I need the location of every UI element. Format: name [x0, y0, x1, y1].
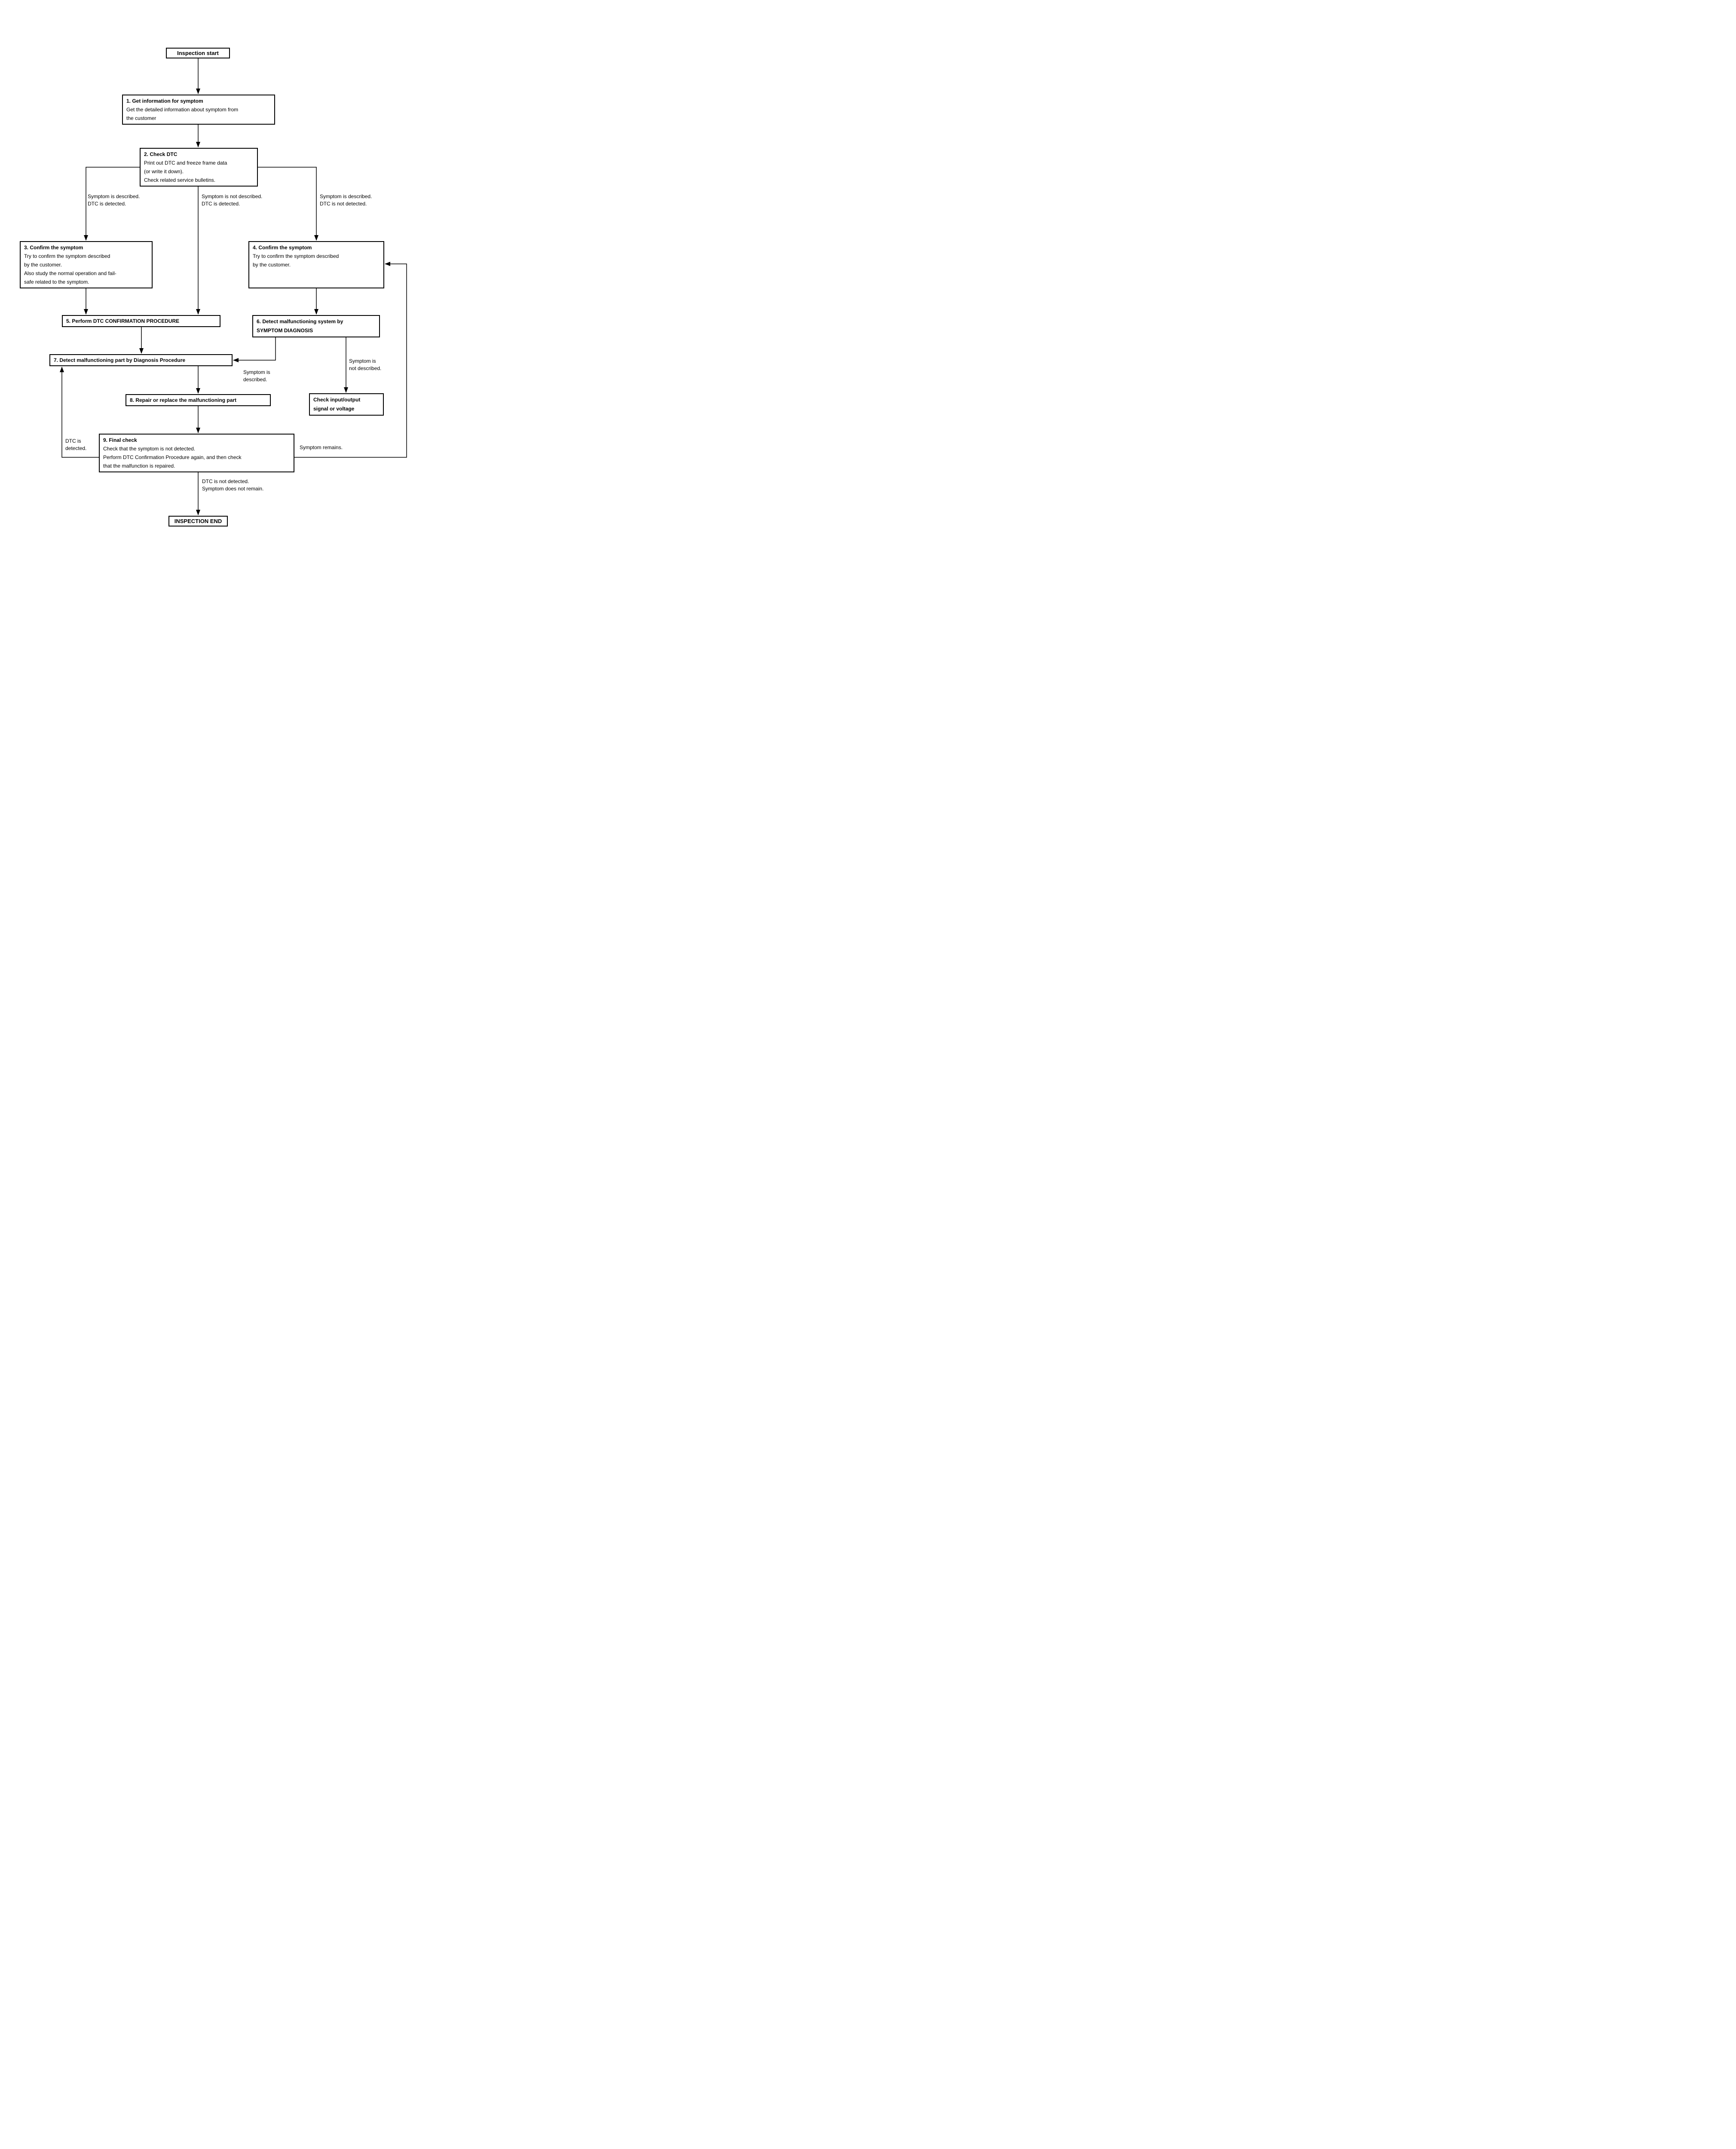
step1-title: 1. Get information for symptom: [126, 98, 203, 104]
node-check-input-output: Check input/output signal or voltage: [309, 393, 384, 416]
edge-label-symptom-not-described-dtc-detected: Symptom is not described. DTC is detecte…: [202, 193, 263, 207]
node-step1-get-information: 1. Get information for symptom Get the d…: [122, 95, 275, 125]
node-step6-detect-system: 6. Detect malfunctioning system by SYMPT…: [252, 315, 380, 337]
node-inspection-end: INSPECTION END: [168, 516, 228, 527]
edge-label-symptom-remains: Symptom remains.: [300, 444, 343, 450]
step8-title: 8. Repair or replace the malfunctioning …: [130, 397, 237, 403]
node-step3-confirm-symptom: 3. Confirm the symptom Try to confirm th…: [20, 241, 153, 288]
step5-title: 5. Perform DTC CONFIRMATION PROCEDURE: [66, 318, 180, 324]
flowchart-edges: [60, 58, 407, 515]
inspection-end-label: INSPECTION END: [174, 518, 222, 524]
edge-step2-to-step4: [258, 167, 318, 241]
flowchart-canvas: Inspection start 1. Get information for …: [0, 0, 434, 588]
step3-body: Try to confirm the symptom described by …: [24, 253, 116, 285]
step2-body: Print out DTC and freeze frame data (or …: [144, 160, 227, 183]
step3-title: 3. Confirm the symptom: [24, 245, 83, 251]
edge-label-symptom-is-not-described: Symptom is not described.: [349, 358, 382, 371]
node-step8-repair-replace: 8. Repair or replace the malfunctioning …: [126, 394, 271, 406]
step9-body: Check that the symptom is not detected. …: [103, 446, 242, 469]
node-step9-final-check: 9. Final check Check that the symptom is…: [99, 434, 294, 472]
step6-title: 6. Detect malfunctioning system by SYMPT…: [257, 318, 343, 334]
node-step5-dtc-confirmation: 5. Perform DTC CONFIRMATION PROCEDURE: [62, 315, 220, 327]
edge-label-dtc-not-detected-symptom-does-not-remain: DTC is not detected. Symptom does not re…: [202, 478, 264, 492]
edge-step6-to-step7: [233, 337, 276, 362]
step2-title: 2. Check DTC: [144, 151, 178, 157]
node-step4-confirm-symptom: 4. Confirm the symptom Try to confirm th…: [248, 241, 384, 288]
step9-title: 9. Final check: [103, 437, 137, 443]
step7-title: 7. Detect malfunctioning part by Diagnos…: [54, 357, 186, 363]
edge-label-symptom-described-dtc-detected: Symptom is described. DTC is detected.: [88, 193, 140, 207]
node-inspection-start: Inspection start: [166, 48, 230, 58]
edge-label-dtc-is-detected: DTC is detected.: [65, 438, 87, 451]
step4-title: 4. Confirm the symptom: [253, 245, 312, 251]
node-step2-check-dtc: 2. Check DTC Print out DTC and freeze fr…: [140, 148, 258, 187]
check-io-title: Check input/output signal or voltage: [313, 397, 361, 412]
step1-body: Get the detailed information about sympt…: [126, 107, 239, 121]
node-step7-detect-part: 7. Detect malfunctioning part by Diagnos…: [49, 354, 233, 366]
edge-label-symptom-described-dtc-not-detected: Symptom is described. DTC is not detecte…: [320, 193, 372, 207]
inspection-start-label: Inspection start: [177, 50, 219, 56]
step4-body: Try to confirm the symptom described by …: [253, 253, 339, 268]
edge-label-symptom-is-described: Symptom is described.: [243, 369, 270, 383]
